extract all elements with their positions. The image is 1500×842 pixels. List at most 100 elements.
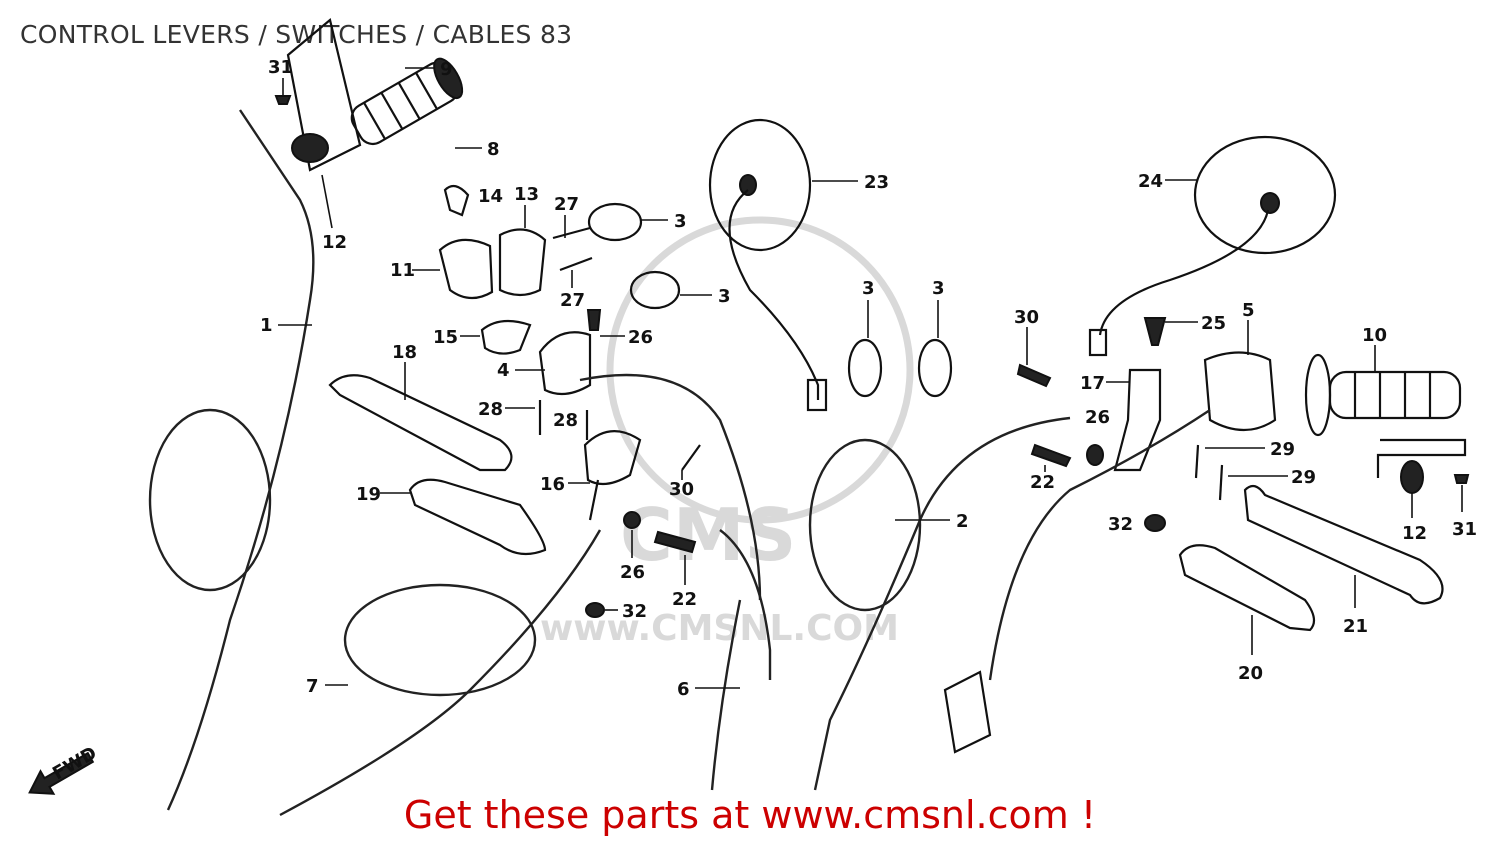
callout-26a: 26 — [628, 327, 653, 348]
callout-10: 10 — [1362, 325, 1387, 346]
callout-12b: 12 — [1402, 523, 1427, 544]
watermark-logo: CMS — [620, 493, 796, 577]
callout-20: 20 — [1238, 663, 1263, 684]
callout-13: 13 — [514, 184, 539, 205]
callout-3d: 3 — [932, 278, 945, 299]
bolt-30a — [681, 444, 701, 471]
callout-1: 1 — [260, 315, 273, 336]
bolt-30b — [1016, 363, 1052, 388]
callout-3b: 3 — [718, 286, 731, 307]
throttle-cable — [166, 109, 315, 811]
callout-14: 14 — [478, 186, 503, 207]
callout-11: 11 — [390, 260, 415, 281]
callout-32a: 32 — [622, 601, 647, 622]
callout-24: 24 — [1138, 171, 1163, 192]
callout-8: 8 — [487, 139, 500, 160]
bracket-17 — [1113, 368, 1162, 472]
page-title: CONTROL LEVERS / SWITCHES / CABLES 83 — [20, 20, 573, 49]
callout-27a: 27 — [554, 194, 579, 215]
clutch-cable-loop — [343, 583, 537, 697]
callout-26c: 26 — [1085, 407, 1110, 428]
nut-32b — [1144, 514, 1166, 532]
callout-18: 18 — [392, 342, 417, 363]
washer-left — [291, 133, 329, 163]
callout-28a: 28 — [478, 399, 503, 420]
clamp-4 — [917, 338, 953, 398]
callout-22b: 22 — [672, 589, 697, 610]
wire-6 — [719, 529, 772, 680]
footer-link[interactable]: Get these parts at www.cmsnl.com ! — [403, 793, 1097, 837]
clamp-3 — [847, 338, 883, 398]
callout-3a: 3 — [674, 211, 687, 232]
callout-31b: 31 — [1452, 519, 1477, 540]
switch-wiring — [988, 409, 1211, 681]
callout-15: 15 — [433, 327, 458, 348]
watermark: CMS www.CMSNL.COM — [540, 216, 914, 649]
washer-26b — [623, 511, 641, 529]
callout-27b: 27 — [560, 290, 585, 311]
screw-left — [274, 95, 292, 105]
callout-19: 19 — [356, 484, 381, 505]
bolt-25 — [1143, 317, 1167, 346]
switch-housing-left — [438, 238, 494, 300]
callout-31a: 31 — [268, 57, 293, 78]
washer-26c — [1086, 444, 1104, 466]
callout-4: 4 — [497, 360, 510, 381]
callout-16: 16 — [540, 474, 565, 495]
screw-27b — [559, 256, 593, 272]
switch-body-left — [498, 228, 547, 297]
connector — [943, 670, 992, 754]
screw-27a — [552, 226, 591, 240]
callout-17: 17 — [1080, 373, 1105, 394]
nut-32a — [585, 602, 605, 618]
mirror-left — [708, 118, 828, 412]
cable-2-loop — [808, 438, 922, 612]
callout-2: 2 — [956, 511, 969, 532]
callout-32b: 32 — [1108, 514, 1133, 535]
callout-28b: 28 — [553, 410, 578, 431]
callout-5: 5 — [1242, 300, 1255, 321]
callouts: 1 2 3 3 3 3 4 5 6 7 8 9 10 11 12 12 13 — [260, 57, 1477, 700]
callout-22a: 22 — [1030, 472, 1055, 493]
grip-right — [1304, 353, 1462, 437]
brake-lever — [1243, 484, 1444, 605]
clutch-lever — [328, 374, 513, 472]
callout-3c: 3 — [862, 278, 875, 299]
mirror-right — [1088, 135, 1337, 357]
callout-30a: 30 — [669, 479, 694, 500]
lever-cover-left — [408, 478, 547, 556]
callout-12a: 12 — [322, 232, 347, 253]
bulb — [443, 184, 470, 217]
washer-right — [1400, 460, 1424, 494]
clamp-1 — [587, 202, 643, 242]
screw-right — [1453, 474, 1470, 484]
fwd-label: FWD — [49, 743, 100, 785]
screw-29a — [1194, 444, 1200, 479]
callout-29b: 29 — [1291, 467, 1316, 488]
switch-housing-right — [1203, 351, 1277, 431]
choke-cable — [579, 373, 762, 601]
callout-9: 9 — [440, 59, 453, 80]
bolt-22a — [653, 530, 697, 554]
callout-7: 7 — [306, 676, 319, 697]
callout-26b: 26 — [620, 562, 645, 583]
clutch-cable — [279, 529, 602, 817]
screw-29b — [1218, 464, 1224, 501]
throttle-grip — [350, 57, 464, 146]
callout-23: 23 — [864, 172, 889, 193]
callout-6: 6 — [677, 679, 690, 700]
callout-25: 25 — [1201, 313, 1226, 334]
callout-29a: 29 — [1270, 439, 1295, 460]
lever-cover-right — [1178, 544, 1316, 632]
clutch-switch — [583, 430, 642, 486]
callout-21: 21 — [1343, 616, 1368, 637]
bolt-26a — [586, 309, 602, 331]
callout-30b: 30 — [1014, 307, 1039, 328]
grip-bracket-right — [1376, 438, 1467, 478]
grip-plate — [286, 18, 362, 172]
part-15 — [480, 319, 532, 355]
clamp-2 — [629, 270, 681, 310]
bolt-22b — [1030, 443, 1072, 468]
wire-6b — [710, 599, 742, 791]
